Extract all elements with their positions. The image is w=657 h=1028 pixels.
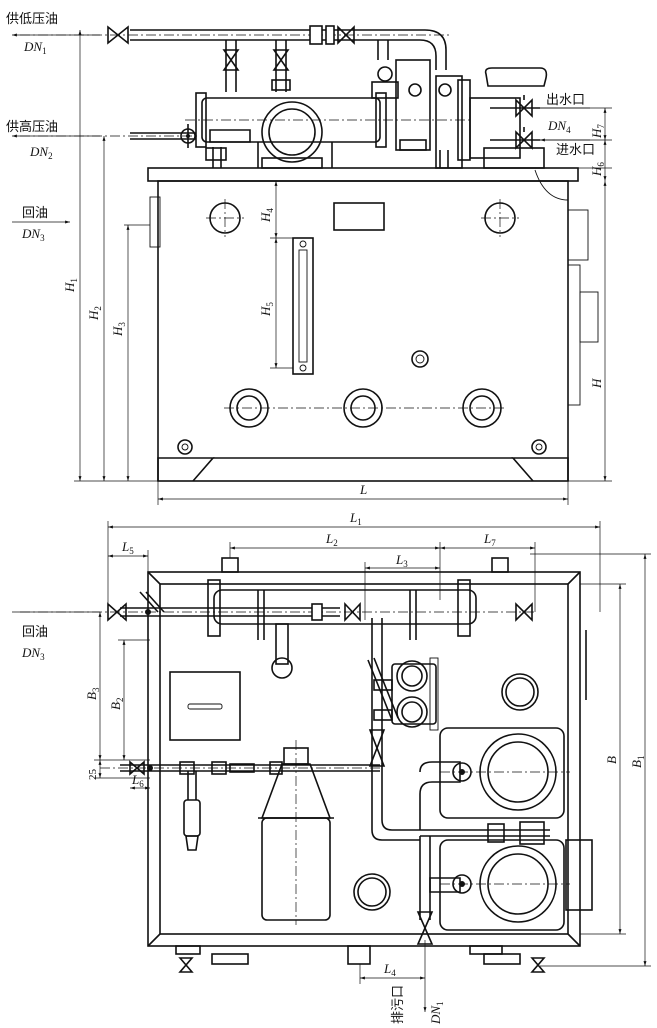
tank-body	[147, 167, 599, 482]
front-dimensions	[12, 30, 612, 505]
plan-low-pipe	[100, 760, 380, 851]
dim-l6: L6	[131, 772, 144, 789]
dim-h2: H2	[86, 306, 103, 321]
tank-feet	[175, 557, 546, 973]
plan-view	[12, 521, 651, 1012]
dim-25: 25	[87, 769, 99, 781]
high-pressure-oil-label: 供高压油	[6, 119, 58, 135]
drain-label: 排污口	[391, 985, 406, 1024]
dim-b: B	[604, 756, 619, 764]
return-oil-bottom-label: 回油	[22, 625, 48, 640]
return-oil-top-label: 回油	[22, 206, 48, 221]
dim-h6: H6	[589, 162, 606, 177]
pump-units	[416, 630, 593, 945]
dim-h7: H7	[589, 124, 606, 139]
water-valves	[490, 95, 540, 150]
water-out-label: 出水口	[546, 93, 585, 108]
low-pressure-oil-label: 供低压油	[6, 12, 58, 27]
dim-l: L	[359, 482, 367, 497]
top-equipment	[185, 59, 548, 169]
dn1-drain-label: DN1	[428, 1001, 445, 1025]
dn1-label: DN1	[23, 39, 47, 56]
dim-l4: L4	[383, 961, 396, 978]
dim-l3: L3	[395, 552, 408, 569]
low-pressure-pipe	[20, 25, 450, 92]
front-elevation	[12, 25, 612, 505]
high-pressure-pipe	[20, 124, 251, 148]
plan-ports	[353, 673, 539, 911]
plan-vertical-pipe	[367, 618, 420, 841]
dim-b3: B3	[84, 687, 101, 700]
dimension-labels: H1 H2 H3 H4 H5 H7 H6 H L L1 L5 L2 L7 L3 …	[62, 124, 646, 978]
dn3-top-label: DN3	[21, 226, 45, 243]
dim-h4: H4	[258, 208, 275, 223]
plan-dimensions	[12, 521, 651, 1012]
dim-l2: L2	[325, 531, 338, 548]
inspection-cover-plan	[169, 671, 241, 741]
dim-h: H	[589, 378, 604, 389]
dim-h3: H3	[110, 322, 127, 337]
dim-l7: L7	[483, 531, 496, 548]
dn2-label: DN2	[29, 144, 53, 161]
bottom-flanges	[177, 388, 547, 455]
dim-h5: H5	[258, 302, 275, 317]
dim-h1: H1	[62, 278, 79, 293]
dn4-label: DN4	[547, 118, 571, 135]
small-plug	[411, 350, 429, 368]
top-portholes	[206, 199, 519, 237]
dim-l1: L1	[349, 510, 362, 527]
filter-column	[258, 740, 334, 925]
port-labels: 供低压油 DN1 供高压油 DN2 回油 DN3 出水口 DN4 进水口 回油 …	[6, 12, 595, 1025]
oil-level-gauge	[292, 237, 314, 375]
dim-b2: B2	[108, 698, 125, 710]
plan-pipe	[20, 579, 535, 679]
dn3-bottom-label: DN3	[21, 645, 45, 662]
dim-b1: B1	[629, 756, 646, 768]
water-in-label: 进水口	[556, 143, 595, 158]
gear-pair	[391, 657, 439, 731]
dim-l5: L5	[121, 539, 134, 556]
